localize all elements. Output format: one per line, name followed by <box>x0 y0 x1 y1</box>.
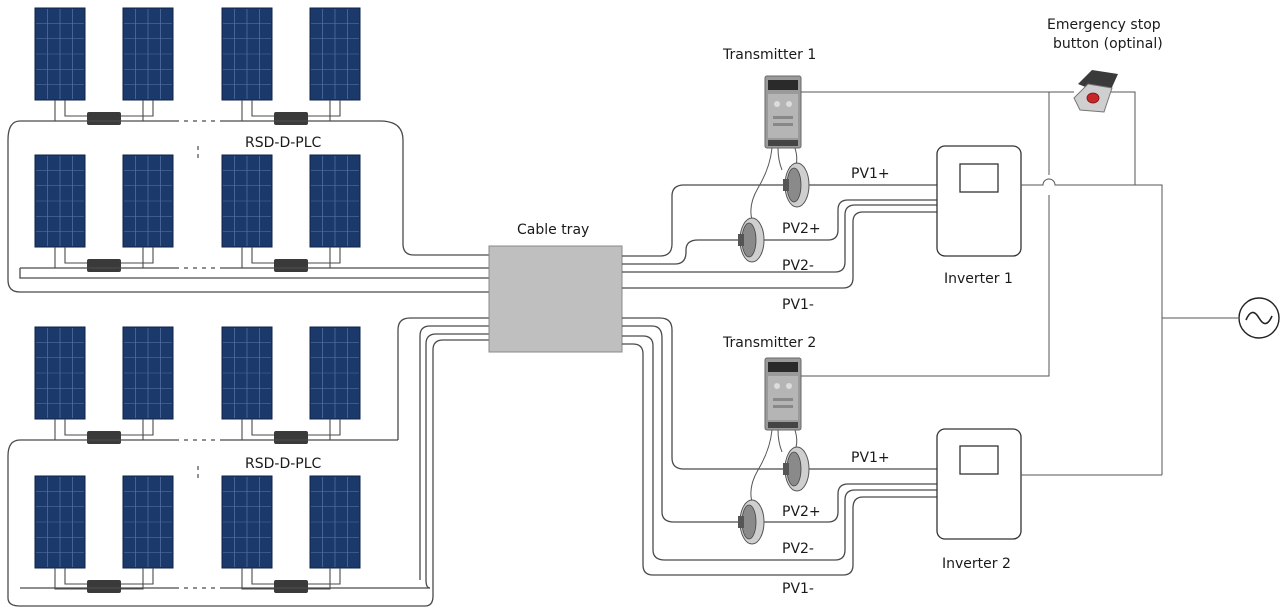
current-sensor-pv2-2 <box>737 499 765 545</box>
solar-array-top <box>20 8 380 272</box>
optimizer-label-bottom: RSD-D-PLC <box>245 456 322 472</box>
inverter-1 <box>936 145 1022 257</box>
emergency-stop-icon <box>1073 70 1118 113</box>
pv2-plus-label-1: PV2+ <box>782 221 821 237</box>
cable-tray <box>488 245 623 353</box>
ac-sine-icon <box>1238 297 1280 339</box>
pv1-plus-label-1: PV1+ <box>851 166 890 182</box>
pv1-minus-label-1: PV1- <box>782 297 814 313</box>
tray-to-inverter-2-wiring <box>622 317 937 576</box>
transmitter-2-label: Transmitter 2 <box>722 335 816 351</box>
array-to-tray-wiring <box>7 120 490 607</box>
transmitter-1-label: Transmitter 1 <box>722 47 816 63</box>
pv1-plus-label-2: PV1+ <box>851 450 890 466</box>
inverter-2-label: Inverter 2 <box>942 556 1011 572</box>
emergency-stop-label-line2: button (optinal) <box>1053 36 1163 52</box>
pv2-minus-label-2: PV2- <box>782 541 814 557</box>
optimizer-label-top: RSD-D-PLC <box>245 135 322 151</box>
tray-to-inverter-1-wiring <box>622 184 937 289</box>
cable-tray-label: Cable tray <box>517 222 589 238</box>
pv2-minus-label-1: PV2- <box>782 258 814 274</box>
pv2-plus-label-2: PV2+ <box>782 504 821 520</box>
pv1-minus-label-2: PV1- <box>782 581 814 597</box>
transmitter-2-device <box>750 357 802 503</box>
control-and-ac-wiring <box>801 91 1238 476</box>
inverter-2 <box>936 428 1022 540</box>
current-sensor-pv1-2 <box>782 446 810 492</box>
current-sensor-pv2-1 <box>737 217 765 263</box>
inverter-1-label: Inverter 1 <box>944 271 1013 287</box>
solar-array-bottom <box>20 327 430 593</box>
emergency-stop-label-line1: Emergency stop <box>1047 17 1161 33</box>
current-sensor-pv1-1 <box>782 162 810 208</box>
